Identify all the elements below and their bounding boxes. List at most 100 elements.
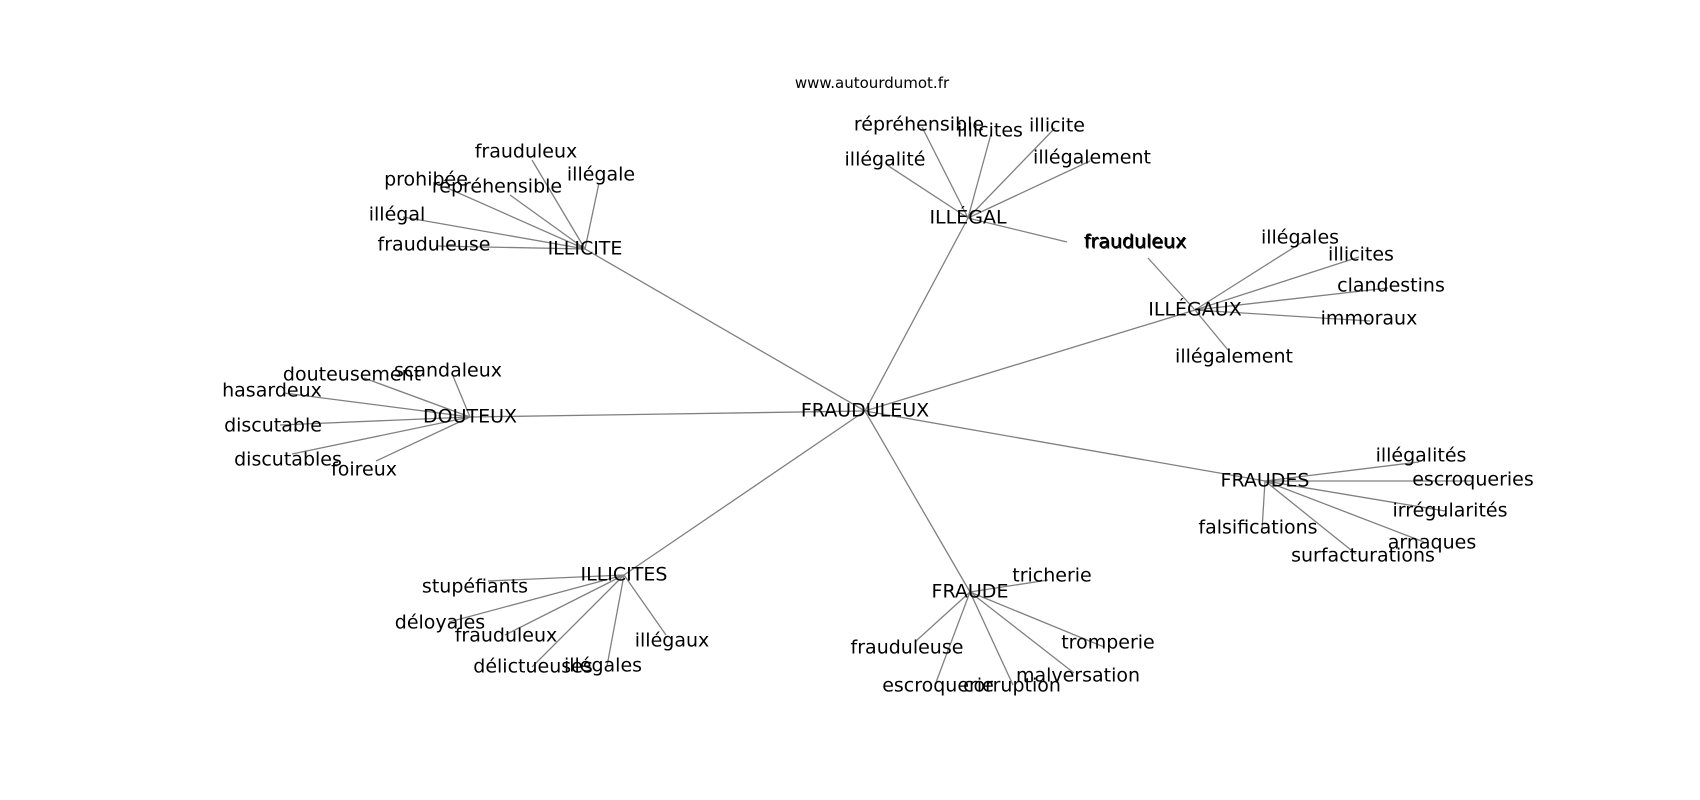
edge-hub-douteux-leaf-2 — [283, 392, 471, 418]
hub-fraude-leaf-node: frauduleuse — [851, 637, 964, 659]
edge-center-hub-fraudes — [864, 410, 1266, 482]
edge-center-hub-illegal — [864, 217, 969, 412]
edge-hub-fraudes-leaf-3 — [1261, 480, 1266, 531]
hub-fraudes-leaf-node: arnaques — [1388, 532, 1477, 554]
hub-fraude-leaf-node: tricherie — [1012, 565, 1092, 587]
hub-illegaux-node: ILLÉGAUX — [1148, 298, 1241, 321]
hub-douteux-leaf-node: discutables — [234, 449, 342, 471]
hub-illicite-leaf-node: frauduleuse — [378, 234, 491, 256]
edge-hub-illegaux-leaf-5 — [1194, 309, 1229, 351]
edge-center-hub-illicite — [584, 248, 866, 412]
hub-fraudes-leaf-node: illégalités — [1376, 445, 1467, 467]
edge-hub-illegaux-leaf-1 — [1194, 240, 1305, 311]
hub-illegaux-leaf-node: illicites — [1328, 244, 1394, 266]
hub-illegal-leaf-node: illégalité — [845, 149, 926, 171]
hub-illegal-leaf-node: illicite — [1029, 115, 1085, 137]
hub-douteux-leaf-node: hasardeux — [222, 380, 322, 402]
hub-douteux-leaf-node: foireux — [331, 459, 397, 481]
hub-illegal-node: ILLÉGAL — [929, 206, 1007, 229]
hub-illicites-leaf-node: frauduleux — [455, 625, 558, 647]
edge-hub-illegal-leaf-0 — [921, 126, 969, 219]
edge-hub-illegaux-leaf-0 — [1147, 257, 1196, 311]
edge-hub-fraudes-leaf-2 — [1264, 480, 1446, 512]
edge-center-hub-douteux — [469, 410, 866, 418]
edge-hub-illicites-leaf-1 — [448, 574, 625, 623]
hub-fraude-leaf-node: tromperie — [1061, 632, 1155, 654]
hub-fraude-leaf-node: corruption — [963, 675, 1061, 697]
hub-douteux-leaf-node: discutable — [224, 415, 322, 437]
edge-hub-fraude-leaf-1 — [915, 591, 971, 642]
hub-fraude-leaf-node: malversation — [1016, 665, 1140, 687]
edge-center-hub-illicites — [623, 410, 866, 576]
hub-douteux-leaf-node: scandaleux — [394, 360, 502, 382]
hub-illegaux-leaf-node: illégalement — [1175, 346, 1293, 368]
edge-hub-illegaux-leaf-3 — [1194, 287, 1389, 311]
edge-hub-douteux-leaf-1 — [452, 375, 471, 418]
edge-hub-illicite-leaf-5 — [435, 245, 586, 250]
hub-fraudes-leaf-node: surfacturations — [1291, 545, 1435, 567]
edge-hub-illicites-leaf-2 — [504, 574, 625, 636]
edge-hub-illicite-leaf-3 — [584, 182, 600, 250]
hub-illicite-leaf-node: prohibée — [384, 169, 468, 191]
edge-hub-illegal-leaf-3 — [886, 164, 969, 219]
hub-illicite-leaf-node: répréhensible — [432, 176, 562, 198]
hub-douteux-leaf-node: douteusement — [283, 364, 421, 386]
edge-hub-fraude-leaf-3 — [969, 591, 1075, 674]
edge-hub-illegal-leaf-2 — [967, 127, 1056, 219]
hub-illicites-leaf-node: déloyales — [395, 612, 485, 634]
hub-illicite-node: ILLICITE — [548, 238, 623, 260]
hub-illicite-leaf-node: illégale — [567, 164, 635, 186]
hub-illicites-leaf-node: stupéfiants — [422, 576, 528, 598]
edge-hub-douteux-leaf-0 — [363, 377, 471, 418]
hub-illicites-node: ILLICITES — [581, 564, 668, 586]
edge-hub-fraude-leaf-0 — [969, 579, 1049, 593]
edge-hub-fraudes-leaf-4 — [1264, 480, 1425, 543]
edge-hub-illicites-leaf-0 — [487, 574, 625, 582]
hub-illicites-leaf-node: illégales — [564, 655, 642, 677]
source-label[interactable]: www.autourdumot.fr — [795, 74, 950, 92]
edge-hub-illegal-leaf-1 — [967, 133, 992, 219]
hub-illicite-leaf-node: frauduleux — [475, 141, 578, 163]
edge-center-hub-illegaux — [864, 309, 1196, 412]
hub-fraudes-leaf-node: irrégularités — [1393, 500, 1508, 522]
edge-hub-illicites-leaf-5 — [606, 574, 625, 667]
edge-hub-illicite-leaf-2 — [509, 194, 586, 250]
hub-illegal-leaf-node: illicites — [957, 120, 1023, 142]
edge-hub-douteux-leaf-4 — [291, 416, 471, 455]
labels: ILLICITEfrauduleuxprohibéerépréhensiblei… — [222, 114, 1534, 697]
edge-hub-douteux-leaf-5 — [375, 416, 471, 462]
hub-illegaux-leaf-node: clandestins — [1337, 275, 1445, 297]
edge-hub-fraudes-leaf-0 — [1264, 461, 1420, 482]
hub-illegal-leaf-node: répréhensible — [854, 114, 984, 136]
hub-illegal-leaf-node: frauduleux — [1084, 231, 1187, 253]
hub-fraude-leaf-node: escroquerie — [882, 675, 994, 697]
edge-hub-illicite-leaf-4 — [402, 216, 586, 250]
edge-hub-fraude-leaf-4 — [934, 591, 971, 686]
hub-illegaux-leaf-node: immoraux — [1321, 308, 1418, 330]
hub-illegal-leaf-node: illégalement — [1033, 147, 1151, 169]
hub-douteux-node: DOUTEUX — [423, 406, 517, 428]
edge-hub-illegaux-leaf-4 — [1194, 309, 1371, 322]
hub-illegaux-leaf-node: illégales — [1261, 227, 1339, 249]
edge-hub-illegal-leaf-4 — [967, 160, 1091, 219]
edges — [279, 126, 1472, 686]
hub-fraudes-node: FRAUDES — [1221, 470, 1310, 492]
edge-hub-fraude-leaf-5 — [969, 591, 1014, 686]
edge-center-hub-fraude — [864, 410, 971, 593]
hub-illegaux-leaf-node: frauduleux — [1085, 232, 1188, 254]
hub-illicites-leaf-node: illégaux — [635, 630, 710, 652]
edge-hub-illegaux-leaf-2 — [1194, 256, 1360, 311]
hub-fraudes-leaf-node: falsifications — [1198, 517, 1317, 539]
hub-fraude-node: FRAUDE — [932, 581, 1009, 603]
edge-hub-fraude-leaf-2 — [969, 591, 1105, 648]
hub-fraudes-leaf-node: escroqueries — [1412, 469, 1534, 491]
edge-hub-illicite-leaf-1 — [444, 186, 586, 250]
edge-hub-illegal-leaf-5 — [967, 217, 1068, 243]
hub-illicite-leaf-node: illégal — [369, 204, 426, 226]
center-node: FRAUDULEUX — [801, 400, 929, 422]
edge-hub-douteux-leaf-3 — [279, 416, 471, 426]
edge-hub-fraudes-leaf-5 — [1264, 480, 1357, 555]
edge-hub-illicites-leaf-3 — [623, 574, 667, 636]
edge-hub-illicite-leaf-0 — [531, 159, 586, 250]
